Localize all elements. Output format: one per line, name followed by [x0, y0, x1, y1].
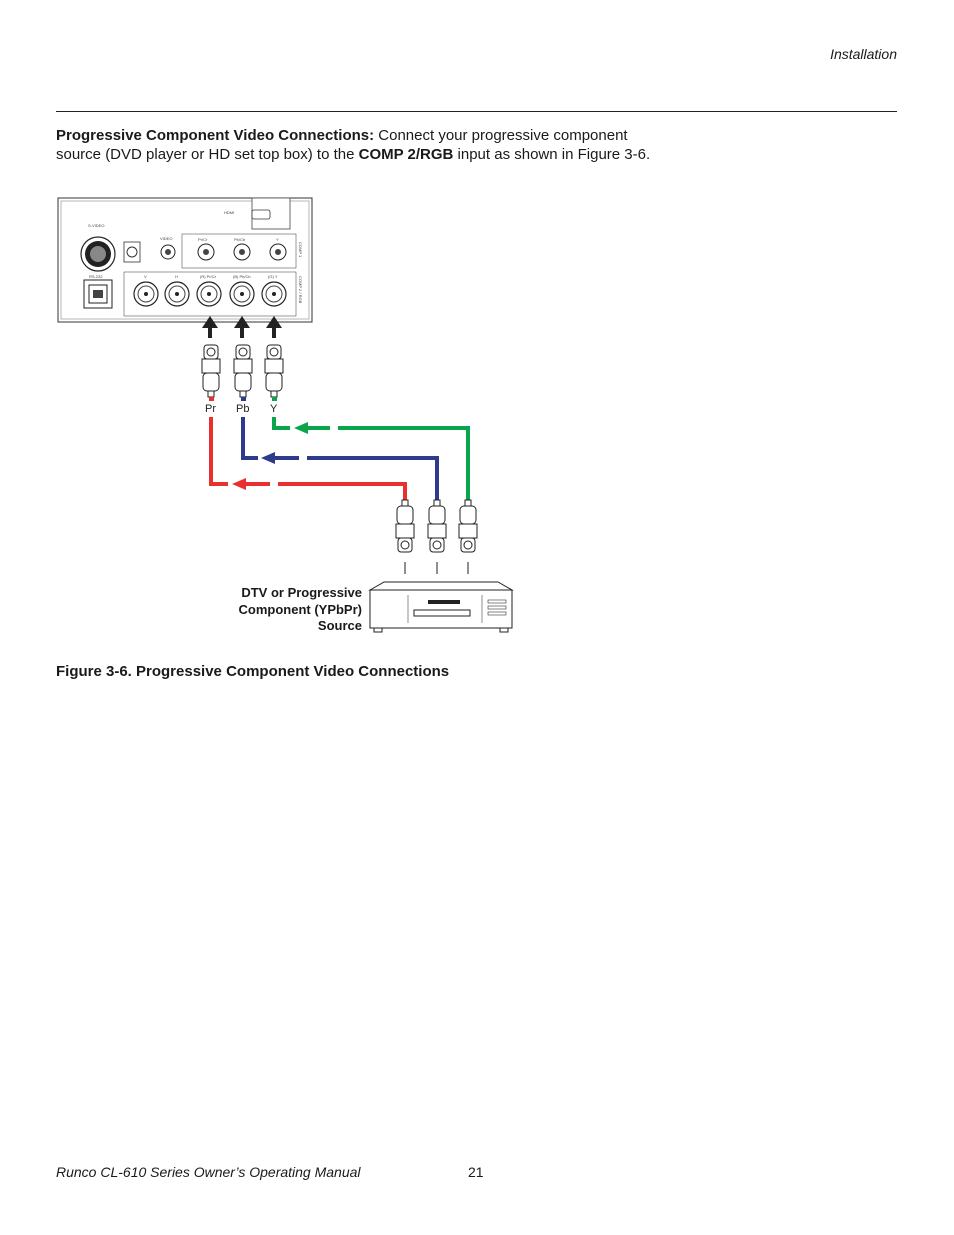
source-label-line-2: Component (YPbPr)	[238, 601, 363, 617]
plug-leads	[404, 562, 469, 574]
running-header-section: Installation	[830, 46, 897, 62]
intro-text-1: Connect your progressive component sourc…	[56, 127, 628, 163]
header-rule	[56, 111, 897, 112]
comp1-pbcb-label: Pb/Cb	[234, 237, 246, 242]
figure-caption: Figure 3-6. Progressive Component Video …	[56, 663, 450, 680]
plug-pr-top	[201, 344, 221, 398]
dvd-player-source	[368, 581, 514, 633]
comp1-y-label: Y	[276, 237, 279, 242]
plug-y-bottom	[458, 499, 478, 553]
comp1-group: Pr/Cr Pb/Cb Y COMP 1	[181, 233, 303, 269]
rs232-label: RS-232	[89, 274, 103, 279]
comp1-prcr-label: Pr/Cr	[198, 237, 208, 242]
plug-label-pb: Pb	[236, 403, 249, 415]
connection-diagram: HDMI S-VIDEO RS-232 VIDEO	[56, 190, 526, 640]
rca-plugs-top	[201, 344, 284, 398]
source-device-label: DTV or Progressive Component (YPbPr) Sou…	[214, 585, 363, 635]
comp2-r-label: (R) Pr/Cr	[200, 274, 217, 279]
footer-page-number: 21	[468, 1164, 484, 1180]
comp2-label: COMP 2 / RGB	[298, 276, 303, 304]
svideo-port: S-VIDEO	[80, 223, 116, 272]
input-arrows	[202, 316, 282, 338]
comp2-g-label: (G) Y	[268, 274, 278, 279]
source-label-line-3: Source	[317, 618, 362, 633]
video-label: VIDEO	[160, 236, 172, 241]
rs232-port: RS-232	[83, 274, 113, 309]
projector-rear-panel: HDMI S-VIDEO RS-232 VIDEO	[57, 197, 313, 323]
comp2-h-label: H	[175, 274, 178, 279]
intro-paragraph: Progressive Component Video Connections:…	[56, 126, 676, 164]
cable-pr-red	[209, 417, 407, 500]
rca-plugs-bottom	[395, 499, 478, 553]
source-label-line-1: DTV or Progressive	[241, 585, 362, 600]
plug-pb-bottom	[427, 499, 447, 553]
comp2-v-label: V	[144, 274, 147, 279]
video-port: VIDEO	[160, 236, 176, 260]
plug-y-top	[264, 344, 284, 398]
plug-pr-bottom	[395, 499, 415, 553]
comp1-label: COMP 1	[298, 242, 303, 258]
footer-manual-title: Runco CL-610 Series Owner’s Operating Ma…	[56, 1164, 361, 1180]
hdmi-label: HDMI	[224, 210, 234, 215]
intro-lead: Progressive Component Video Connections:	[56, 127, 375, 144]
comp2-rgb-group: V H (R) Pr/Cr (B) Pb/Cb (G) Y COMP 2 / R…	[123, 271, 303, 317]
comp2-b-label: (B) Pb/Cb	[233, 274, 251, 279]
intro-input-name: COMP 2/RGB	[358, 146, 454, 163]
cable-y-green	[272, 417, 470, 500]
hdmi-port: HDMI	[224, 197, 291, 230]
plug-label-y: Y	[270, 403, 278, 415]
connection-diagram-svg: HDMI S-VIDEO RS-232 VIDEO	[57, 197, 514, 633]
plug-label-pr: Pr	[205, 403, 216, 415]
svideo-label: S-VIDEO	[88, 223, 104, 228]
intro-text-2: input as shown in Figure 3-6.	[453, 146, 651, 163]
plug-pb-top	[233, 344, 253, 398]
cable-pb-blue	[241, 417, 439, 500]
